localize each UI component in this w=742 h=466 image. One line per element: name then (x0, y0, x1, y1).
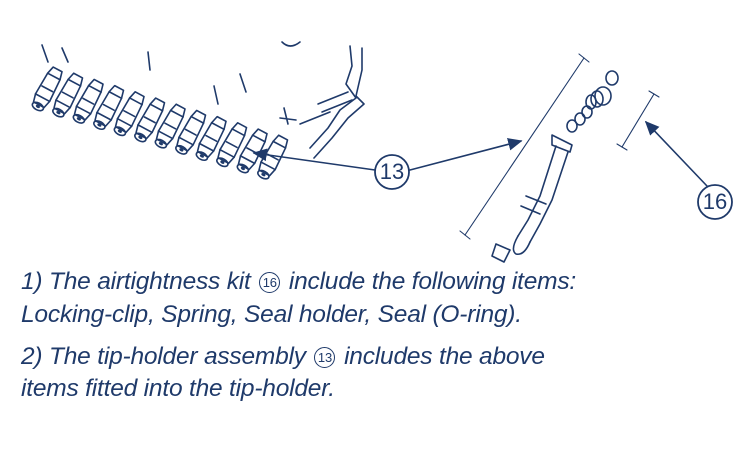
tip-holder-10 (216, 122, 248, 168)
line2-text: Locking-clip, Spring, Seal holder, Seal … (21, 301, 522, 328)
leader-13-right (409, 138, 523, 171)
tip-holder-3 (72, 78, 104, 124)
line4-text: items fitted into the tip-holder. (21, 375, 335, 402)
tip-holder-5 (113, 91, 145, 137)
callout-13-circle (374, 154, 410, 190)
tip-holder-4 (93, 84, 125, 131)
callout-13-label: 13 (379, 159, 405, 184)
callout-16-circle (697, 184, 733, 220)
line3-pre: 2) The tip-holder assembly (21, 343, 306, 370)
tip-holder-6 (134, 97, 166, 143)
tip-holder-8 (175, 109, 207, 155)
instruction-line-4: items fitted into the tip-holder. (21, 373, 335, 404)
instruction-line-2: Locking-clip, Spring, Seal holder, Seal … (21, 299, 522, 330)
tip-holder-row (31, 66, 289, 180)
tip-holder-2 (52, 72, 84, 118)
ref-16-badge: 16 (259, 272, 281, 293)
tip-holder-9 (195, 115, 227, 162)
tip-holder-7 (154, 103, 186, 149)
pipette-frame (41, 41, 365, 159)
line1-pre: 1) The airtightness kit (21, 268, 251, 295)
instruction-line-3: 2) The tip-holder assembly 13 includes t… (21, 341, 545, 372)
line1-post: include the following items: (288, 268, 577, 295)
leader-16 (644, 120, 708, 187)
exploded-parts (459, 53, 660, 263)
tip-holder-1 (31, 66, 63, 112)
tip-holder-11 (236, 128, 268, 174)
line3-post: includes the above (344, 343, 545, 370)
ref-13-badge: 13 (314, 347, 336, 368)
leader-13-left (252, 148, 376, 171)
instruction-line-1: 1) The airtightness kit 16 include the f… (21, 266, 576, 297)
callout-16-label: 16 (702, 189, 728, 214)
